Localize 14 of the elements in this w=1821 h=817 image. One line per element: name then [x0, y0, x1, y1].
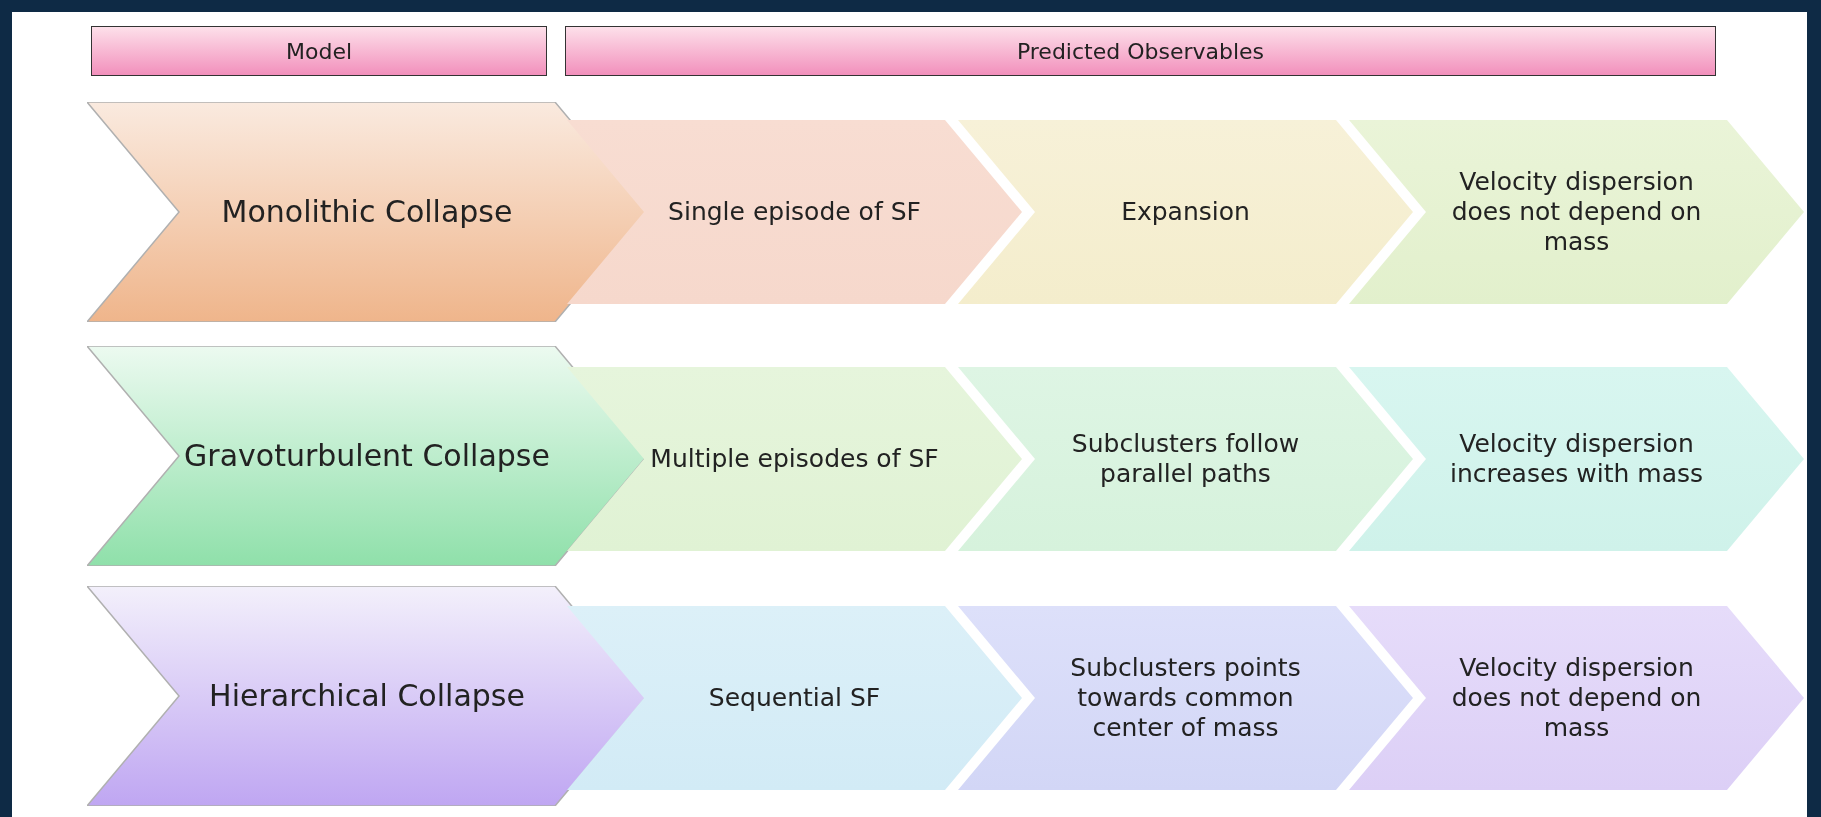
observable-text: Single episode of SF [667, 197, 922, 227]
model-name: Monolithic Collapse [220, 194, 514, 230]
observable-text: Expansion [1120, 197, 1251, 227]
observable-text: Subclusters follow parallel paths [1070, 429, 1301, 489]
observable-text: Velocity dispersion increases with mass [1448, 429, 1705, 489]
column-header: Predicted Observables [565, 26, 1716, 76]
model-name: Gravoturbulent Collapse [184, 438, 550, 474]
observable-text: Sequential SF [707, 683, 882, 713]
column-header: Model [91, 26, 547, 76]
observable-text: Velocity dispersion does not depend on mass [1450, 167, 1703, 257]
observable-text: Multiple episodes of SF [649, 444, 940, 474]
observable-text: Velocity dispersion does not depend on mass [1450, 653, 1703, 743]
observable-text: Subclusters points towards common center of mass [1069, 653, 1302, 743]
model-name: Hierarchical Collapse [208, 678, 526, 714]
